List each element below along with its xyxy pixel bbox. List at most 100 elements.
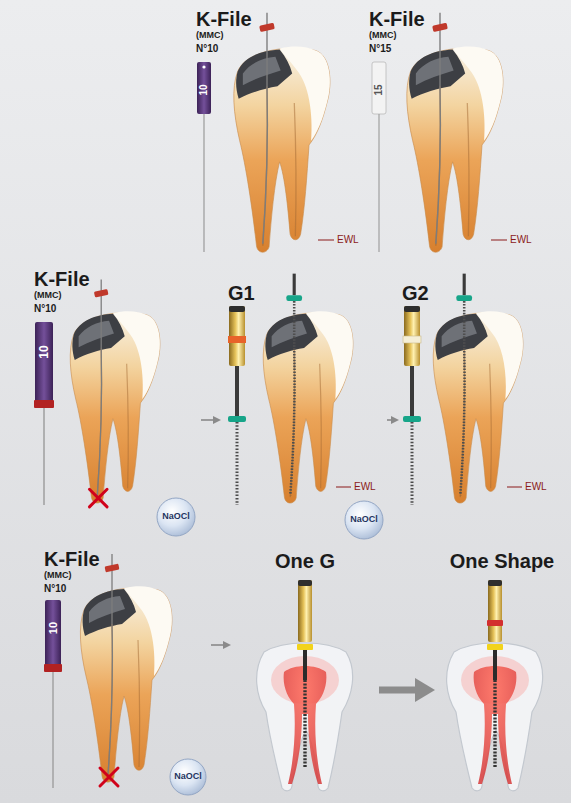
step-group: K-File(MMC)N°10 — [192, 6, 342, 256]
illustration-part — [403, 416, 421, 422]
kfile-handle — [197, 62, 211, 252]
length-mark: EWL — [337, 235, 359, 245]
illustration-part — [234, 47, 330, 253]
file-spec: N°15 — [369, 42, 391, 55]
illustration-part — [44, 664, 62, 672]
length-mark: EWL — [510, 235, 532, 245]
step-title: G1 — [228, 282, 255, 304]
rotary-file — [297, 580, 313, 768]
illustration-part — [236, 422, 239, 505]
illustration-part — [447, 643, 543, 791]
illustration-part — [197, 62, 211, 114]
illustration-part — [263, 311, 353, 503]
size-number: 10 — [38, 345, 50, 358]
illustration-part — [100, 768, 118, 786]
illustration-part — [487, 644, 503, 650]
illustration-part — [488, 580, 502, 642]
file-spec: (MMC) — [369, 30, 397, 42]
flow-arrow — [201, 419, 215, 421]
illustration-part — [411, 422, 414, 505]
illustration-part — [235, 366, 239, 418]
kfile-handle — [44, 600, 62, 788]
illustration-part — [229, 306, 245, 366]
illustration-part — [493, 650, 497, 680]
illustration-part — [433, 311, 523, 503]
illustration-part — [493, 680, 496, 768]
step-title: K-File — [34, 268, 90, 290]
illustration-part — [228, 416, 246, 422]
ewl-mark — [491, 240, 507, 241]
illustration-part — [378, 114, 379, 252]
step-group: K-File(MMC)N°10NaOCl — [38, 546, 210, 800]
flow-arrow — [379, 687, 421, 694]
step-group: One Shape — [436, 548, 568, 795]
ewl-mark — [336, 487, 351, 488]
illustration-part — [257, 643, 353, 791]
step-title: K-File — [44, 548, 100, 570]
step-title: One G — [275, 550, 335, 572]
illustration-part — [298, 580, 312, 586]
bubble-circle — [170, 759, 206, 795]
step-group: K-File(MMC)N°10NaOCl — [30, 266, 200, 542]
illustration-part — [35, 322, 53, 406]
illustration-part — [229, 306, 245, 312]
file-spec: (MMC) — [44, 570, 72, 582]
file-spec: N°10 — [44, 582, 66, 595]
illustration-part — [303, 650, 307, 680]
tooth-illustration — [263, 274, 353, 503]
solution-bubble: NaOCl — [156, 497, 196, 537]
illustration-part — [410, 366, 414, 418]
file-spec: (MMC) — [196, 30, 224, 42]
illustration-part — [202, 65, 205, 68]
rotary-file — [403, 306, 421, 505]
tooth-illustration — [80, 554, 172, 786]
bubble-circle — [157, 498, 195, 536]
illustration-part — [94, 280, 109, 496]
rotary-file — [487, 580, 503, 768]
illustration-part — [372, 62, 386, 114]
length-mark: EWL — [525, 482, 547, 492]
kfile-handle — [372, 62, 386, 252]
illustration-part — [488, 580, 502, 586]
illustration-part — [228, 336, 246, 343]
step-group: K-File(MMC)N°15 — [365, 6, 535, 256]
illustration-part — [203, 114, 204, 252]
illustration-part — [70, 311, 160, 503]
illustration-part — [259, 13, 275, 244]
step-title: K-File — [196, 8, 252, 30]
illustration-part — [297, 644, 313, 650]
solution-bubble: NaOCl — [169, 758, 207, 796]
tooth-illustration — [433, 274, 523, 503]
illustration-part — [303, 680, 306, 768]
tooth-section — [257, 643, 353, 791]
size-number: 15 — [374, 84, 384, 95]
solution-bubble: NaOCl — [344, 500, 384, 540]
tooth-illustration — [70, 280, 160, 507]
file-spec: N°10 — [196, 42, 218, 55]
size-number: 10 — [199, 84, 209, 95]
rotary-file — [228, 306, 246, 505]
file-spec: N°10 — [34, 302, 56, 315]
illustration-part — [298, 580, 312, 642]
illustration-part — [52, 672, 53, 788]
length-mark: EWL — [354, 482, 376, 492]
step-group: One G — [232, 548, 378, 795]
step-group: G1NaOCl — [222, 280, 386, 542]
illustration-part — [34, 400, 54, 408]
illustration-part — [456, 274, 472, 495]
illustration-part — [45, 600, 61, 666]
ewl-mark — [318, 240, 334, 241]
ewl-mark — [507, 487, 522, 488]
illustration-part — [89, 489, 107, 507]
solution-label: NaOCl — [350, 515, 378, 525]
kfile-handle — [34, 322, 54, 505]
tooth-section — [447, 643, 543, 791]
illustration-part — [403, 336, 421, 343]
file-spec: (MMC) — [34, 290, 62, 302]
solution-label: NaOCl — [162, 512, 190, 522]
